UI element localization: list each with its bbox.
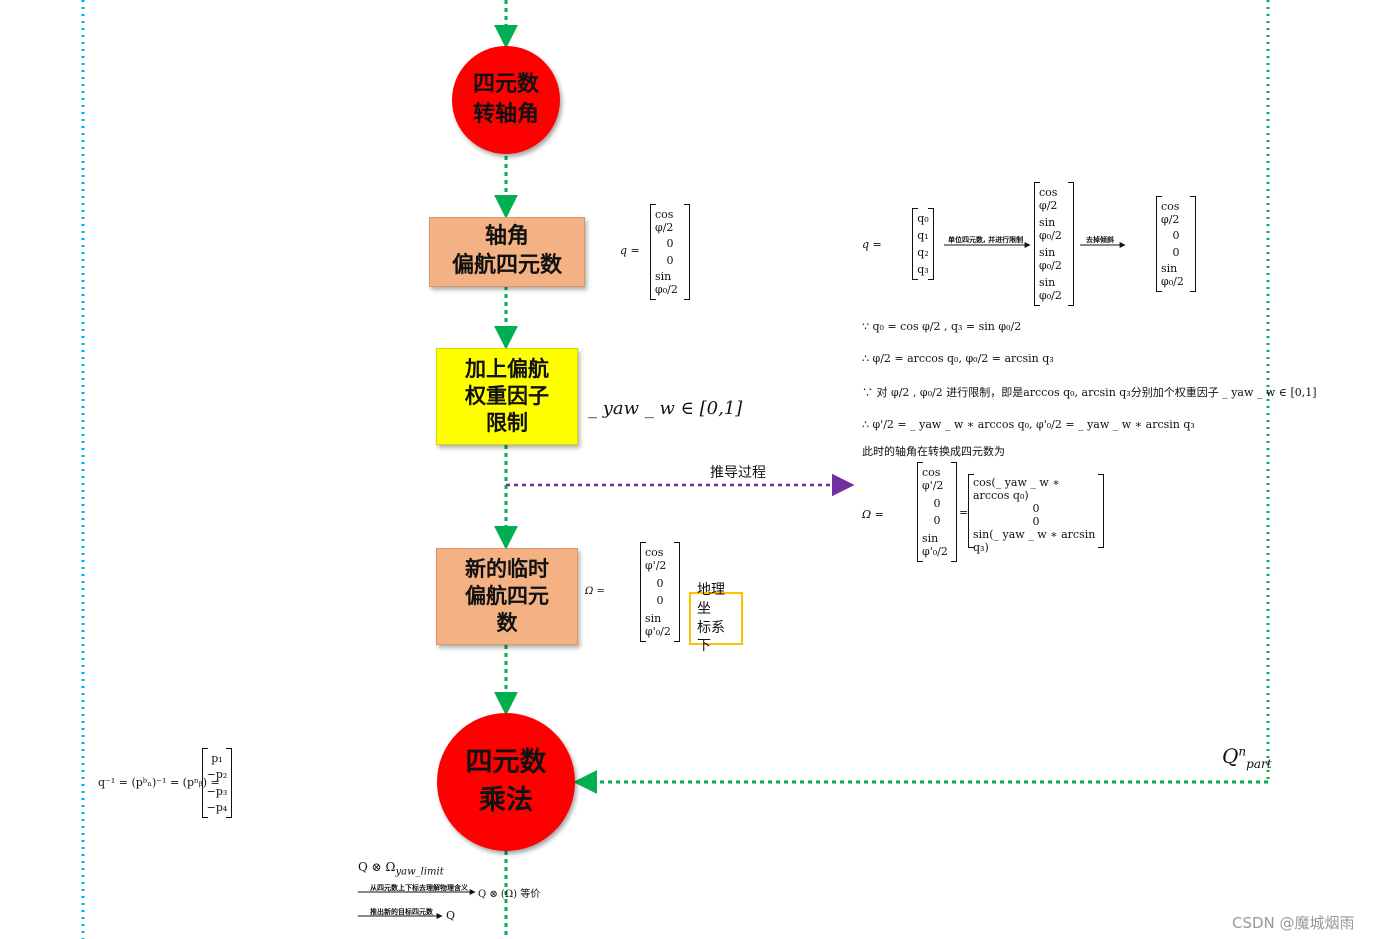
q-inverse-matrix-entry: −p₂	[206, 768, 228, 782]
q-mid-matrix-entry: sin φ₀/2	[1039, 246, 1062, 272]
omega-final-lhs: Ω =	[862, 508, 884, 521]
q-mix-norm-matrix-entry: q₀	[917, 212, 929, 225]
arrow1-label: 单位四元数, 并进行限制	[948, 236, 1024, 244]
node-quaternion-multiply: 四元数 乘法	[437, 713, 575, 851]
q-inverse-matrix-entry: p₁	[211, 751, 223, 765]
q-yaw2-matrix-entry: 0	[1172, 229, 1180, 243]
omega-final-equals: =	[959, 506, 969, 519]
omega-final-matrix-b-entry: cos(_ yaw _ w ∗ arccos q₀)	[973, 476, 1060, 502]
omega-limit-matrix-entry: cos φ'/2	[645, 546, 667, 573]
node-axis-yaw-quaternion: 轴角 偏航四元数	[429, 217, 585, 287]
omega-final-matrix-b-entry: 0	[1032, 502, 1040, 515]
q-yaw-matrix-entry: 0	[666, 237, 674, 251]
node-yaw-weight-limit: 加上偏航 权重因子 限制	[436, 348, 578, 445]
q-mix-norm-matrix-entry: q₂	[917, 246, 929, 259]
node-quat-to-axis-angle: 四元数 转轴角	[452, 46, 560, 154]
csdn-watermark: CSDN @魔城烟雨	[1232, 914, 1355, 932]
q-inverse-matrix: p₁ −p₂ −p₃ −p₄	[202, 748, 232, 818]
q-mix-norm-matrix-entry: q₃	[917, 263, 929, 276]
derivation-line-5: 此时的轴角在转换成四元数为	[862, 445, 1005, 458]
q-mix-norm-lhs: q =	[862, 238, 882, 251]
derivation-line-2: ∴ φ/2 = arccos q₀, φ₀/2 = arcsin q₃	[862, 352, 1054, 365]
q-yaw2-matrix-entry: sin φ₀/2	[1161, 262, 1184, 289]
omega-final-matrix-a-entry: cos φ'/2	[922, 466, 944, 493]
q-mix-norm-matrix-entry: q₁	[917, 229, 929, 242]
q-yaw-matrix: cos φ/2 0 0 sin φ₀/2	[650, 204, 690, 300]
omega-final-matrix-a-entry: 0	[933, 496, 941, 510]
geo-frame-note: 地理坐 标系下	[689, 582, 743, 654]
bottom-product: Q ⊗ Ωyaw_limit	[358, 860, 444, 878]
omega-final-matrix-b-entry: 0	[1032, 515, 1040, 528]
q-yaw-matrix-entry: sin φ₀/2	[655, 270, 678, 297]
omega-limit-matrix-entry: 0	[656, 576, 664, 590]
q-yaw-matrix-entry: cos φ/2	[655, 207, 674, 234]
omega-final-matrix-b-entry: sin(_ yaw _ w ∗ arcsin q₃)	[973, 528, 1096, 554]
q-inverse-matrix-entry: −p₃	[206, 784, 228, 798]
yaw-w-range: _ yaw _ w ∈ [0,1]	[588, 398, 743, 419]
q-yaw2-matrix-entry: cos φ/2	[1161, 199, 1180, 226]
arrow2-label: 去掉倾斜	[1086, 236, 1114, 244]
q-mid-matrix-entry: sin φ₀/2	[1039, 216, 1062, 242]
q-yaw2-matrix-entry: 0	[1172, 245, 1180, 259]
q-inverse-formula: q⁻¹ = (pᵇₙ)⁻¹ = (pⁿᵦ) =	[98, 776, 220, 789]
q-yaw-matrix-entry: 0	[666, 253, 674, 267]
node-new-temp-yaw-quaternion: 新的临时 偏航四元 数	[436, 548, 578, 645]
derivation-line-3: ∵ 对 φ/2 , φ₀/2 进行限制，即是arccos q₀, arcsin …	[862, 386, 1317, 399]
omega-limit-matrix: cos φ'/2 0 0 sin φ'₀/2	[640, 542, 680, 642]
omega-limit-matrix-entry: 0	[656, 594, 664, 608]
q-mix-norm-matrix: q₀ q₁ q₂ q₃	[912, 208, 934, 280]
q-yaw2-matrix: cos φ/2 0 0 sin φ₀/2	[1156, 196, 1196, 292]
derivation-label: 推导过程	[710, 465, 766, 481]
bottom-result-2: Q	[446, 909, 456, 922]
bottom-arrow1-label: 从四元数上下标去理解物理含义	[370, 884, 468, 892]
q-mid-matrix-entry: cos φ/2	[1039, 186, 1058, 212]
derivation-line-4: ∴ φ'/2 = _ yaw _ w ∗ arccos q₀, φ'₀/2 = …	[862, 418, 1195, 431]
q-mid-matrix-entry: sin φ₀/2	[1039, 276, 1062, 302]
q-inverse-matrix-entry: −p₄	[206, 801, 228, 815]
q-mid-matrix: cos φ/2 sin φ₀/2 sin φ₀/2 sin φ₀/2	[1034, 182, 1074, 306]
omega-final-matrix-a-entry: 0	[933, 514, 941, 528]
omega-final-matrix-a-entry: sin φ'₀/2	[922, 531, 948, 558]
derivation-line-1: ∵ q₀ = cos φ/2 , q₃ = sin φ₀/2	[862, 320, 1022, 333]
q-part-label: Qnpart	[1222, 744, 1272, 771]
omega-limit-matrix-entry: sin φ'₀/2	[645, 611, 671, 638]
omega-final-matrix-b: cos(_ yaw _ w ∗ arccos q₀) 0 0 sin(_ yaw…	[968, 474, 1104, 554]
omega-limit-lhs: Ω =	[585, 586, 605, 597]
q-yaw-lhs: q =	[620, 244, 640, 257]
bottom-result-1: Q ⊗ (Ω) 等价	[478, 889, 541, 900]
bottom-arrow2-label: 推出新的目标四元数	[370, 908, 433, 916]
omega-final-matrix-a: cos φ'/2 0 0 sin φ'₀/2	[917, 462, 957, 562]
